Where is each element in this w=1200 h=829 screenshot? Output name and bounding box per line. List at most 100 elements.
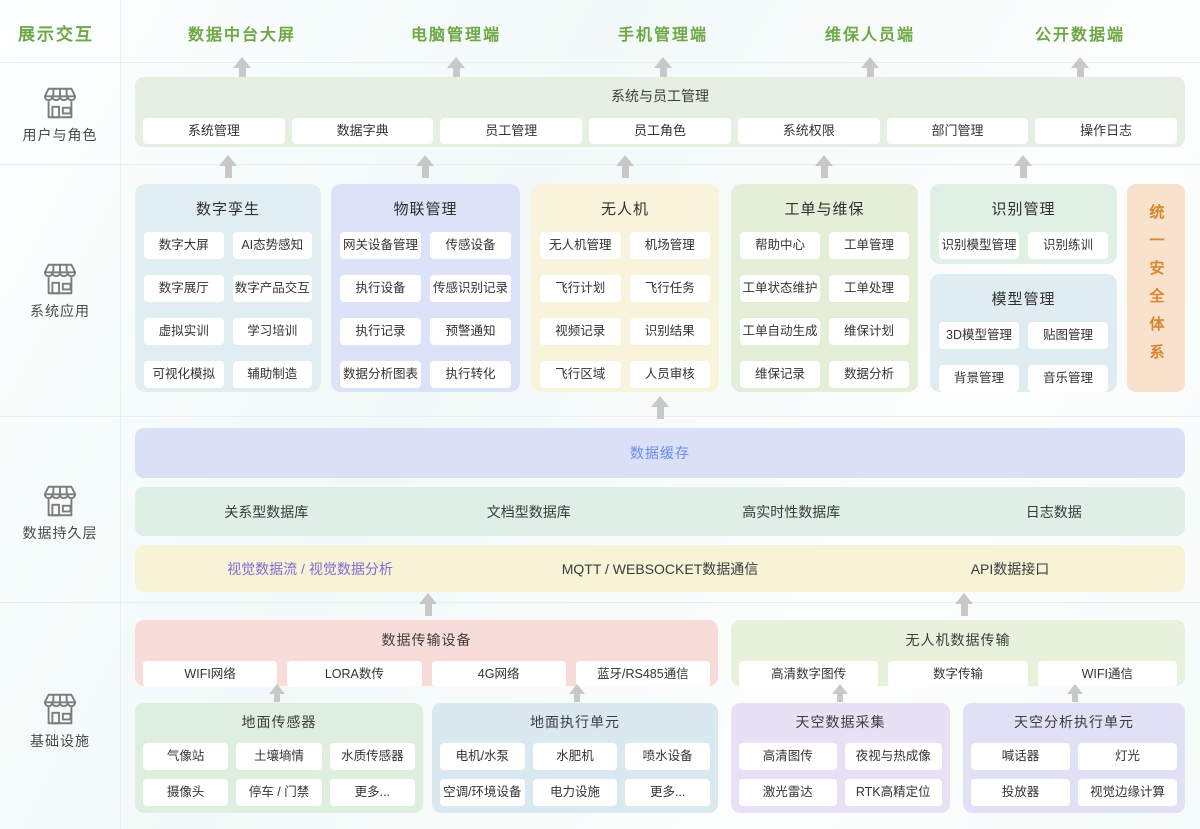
up-arrow-icon: [861, 57, 879, 80]
up-arrow-icon: [269, 684, 285, 702]
chip: 机场管理: [629, 232, 710, 259]
channel-band: 视觉数据流 / 视觉数据分析 MQTT / WEBSOCKET数据通信 API数…: [135, 545, 1185, 592]
chip: 喊话器: [971, 743, 1070, 770]
chip: 高清图传: [739, 743, 837, 770]
chip-operation-log: 操作日志: [1035, 118, 1178, 144]
chip: 人员审核: [629, 361, 710, 388]
chip: 虚拟实训: [144, 318, 224, 345]
card-title: 天空分析执行单元: [1014, 714, 1134, 730]
chip: 执行设备: [340, 275, 421, 302]
chip-row: 高清数字图传 数字传输 WIFI通信: [739, 661, 1177, 687]
channel-vision-stream: 视觉数据流 / 视觉数据分析: [227, 560, 393, 577]
sidebar-section-display-label: 展示交互: [18, 25, 94, 44]
chip: 更多...: [329, 779, 415, 806]
up-arrow-icon: [416, 155, 434, 178]
portal-pc-admin: 电脑管理端: [410, 27, 502, 44]
card-title: 识别管理: [991, 201, 1056, 218]
chip: 喷水设备: [625, 743, 710, 770]
chip: 音乐管理: [1028, 365, 1108, 392]
system-staff-chip-row: 系统管理 数据字典 员工管理 员工角色 系统权限 部门管理 操作日志: [135, 106, 1185, 144]
portal-data-screen: 数据中台大屏: [187, 27, 297, 44]
layer-label: 数据持久层: [22, 525, 98, 541]
chip: LORA数传: [287, 661, 422, 687]
chip: 高清数字图传: [739, 661, 879, 687]
chip: 蓝牙/RS485通信: [575, 661, 710, 687]
chip: 贴图管理: [1028, 322, 1108, 349]
chip: WIFI通信: [1037, 661, 1177, 687]
security-strip-label: 统一安全体系: [1147, 204, 1165, 372]
storefront-icon: [43, 693, 77, 725]
chip: 执行转化: [430, 361, 511, 388]
chip: 背景管理: [939, 365, 1019, 392]
system-staff-band: 系统与员工管理 系统管理 数据字典 员工管理 员工角色 系统权限 部门管理 操作…: [135, 77, 1185, 147]
chip-grid: 气像站 土壤墒情 水质传感器 摄像头 停车 / 门禁 更多...: [143, 743, 415, 806]
chip-grid: 帮助中心 工单管理 工单状态维护 工单处理 工单自动生成 维保计划 维保记录 数…: [740, 232, 909, 388]
chip: 摄像头: [143, 779, 229, 806]
chip: 空调/环境设备: [440, 779, 525, 806]
band-title: 无人机数据传输: [905, 632, 1011, 648]
chip-grid: 无人机管理 机场管理 飞行计划 飞行任务 视频记录 识别结果 飞行区域 人员审核: [540, 232, 710, 388]
app-card-model: 模型管理 3D模型管理 贴图管理 背景管理 音乐管理: [930, 274, 1117, 392]
storefront-icon: [43, 263, 77, 295]
chip: 飞行任务: [629, 275, 710, 302]
channel-mqtt-websocket: MQTT / WEBSOCKET数据通信: [561, 560, 759, 577]
chip: 无人机管理: [540, 232, 621, 259]
storefront-icon: [43, 87, 77, 119]
storefront-icon: [43, 485, 77, 517]
chip: 视频记录: [540, 318, 621, 345]
chip-data-dictionary: 数据字典: [291, 118, 434, 144]
chip: 3D模型管理: [939, 322, 1019, 349]
db-relational: 关系型数据库: [224, 503, 309, 520]
chip: 土壤墒情: [236, 743, 322, 770]
up-arrow-icon: [616, 155, 634, 178]
card-title: 物联管理: [393, 201, 458, 218]
security-strip: 统一安全体系: [1127, 184, 1185, 392]
chip: 识别模型管理: [939, 232, 1019, 259]
layer-label: 基础设施: [30, 733, 90, 749]
chip: 飞行区域: [540, 361, 621, 388]
app-card-workorder: 工单与维保 帮助中心 工单管理 工单状态维护 工单处理 工单自动生成 维保计划 …: [731, 184, 918, 392]
chip: 气像站: [143, 743, 229, 770]
infra-card-ground-actuators: 地面执行单元 电机/水泵 水肥机 喷水设备 空调/环境设备 电力设施 更多...: [432, 703, 718, 813]
up-arrow-icon: [419, 593, 437, 616]
app-card-digital-twin: 数字孪生 数字大屏 AI态势感知 数字展厅 数字产品交互 虚拟实训 学习培训 可…: [135, 184, 321, 392]
chip: 电力设施: [532, 779, 618, 806]
card-title: 工单与维保: [784, 201, 865, 218]
chip: 执行记录: [340, 318, 421, 345]
chip: 帮助中心: [740, 232, 820, 259]
sidebar-layer-system-apps: 系统应用: [0, 260, 120, 321]
up-arrow-icon: [219, 155, 237, 178]
chip: 夜视与热成像: [844, 743, 942, 770]
up-arrow-icon: [1071, 57, 1089, 80]
layer-divider: [0, 416, 1200, 417]
chip: 传感设备: [430, 232, 511, 259]
card-title: 地面传感器: [241, 714, 317, 730]
app-card-iot: 物联管理 网关设备管理 传感设备 执行设备 传感识别记录 执行记录 预警通知 数…: [331, 184, 520, 392]
chip-row: WIFI网络 LORA数传 4G网络 蓝牙/RS485通信: [143, 661, 710, 687]
chip-grid: 数字大屏 AI态势感知 数字展厅 数字产品交互 虚拟实训 学习培训 可视化模拟 …: [144, 232, 312, 388]
infra-card-ground-sensors: 地面传感器 气像站 土壤墒情 水质传感器 摄像头 停车 / 门禁 更多...: [135, 703, 423, 813]
chip: 可视化模拟: [144, 361, 224, 388]
card-title: 模型管理: [991, 291, 1056, 308]
card-title: 无人机: [600, 201, 649, 218]
app-card-recognition: 识别管理 识别模型管理 识别练训: [930, 184, 1117, 264]
layer-divider: [0, 602, 1200, 603]
transport-band-devices: 数据传输设备 WIFI网络 LORA数传 4G网络 蓝牙/RS485通信: [135, 620, 718, 687]
band-title: 系统与员工管理: [611, 88, 709, 104]
db-log: 日志数据: [1025, 503, 1082, 520]
chip-grid: 3D模型管理 贴图管理 背景管理 音乐管理: [939, 322, 1108, 392]
chip: 识别练训: [1028, 232, 1108, 259]
layer-divider: [0, 164, 1200, 165]
portal-open-data: 公开数据端: [1034, 27, 1126, 44]
chip: 数字大屏: [144, 232, 224, 259]
chip-department-mgmt: 部门管理: [886, 118, 1029, 144]
chip: 学习培训: [232, 318, 312, 345]
up-arrow-icon: [651, 396, 669, 419]
transport-band-drone: 无人机数据传输 高清数字图传 数字传输 WIFI通信: [731, 620, 1185, 687]
chip: 工单状态维护: [740, 275, 820, 302]
chip: 工单处理: [829, 275, 909, 302]
chip: 辅助制造: [232, 361, 312, 388]
chip: 电机/水泵: [440, 743, 525, 770]
chip-staff-role: 员工角色: [589, 118, 731, 144]
